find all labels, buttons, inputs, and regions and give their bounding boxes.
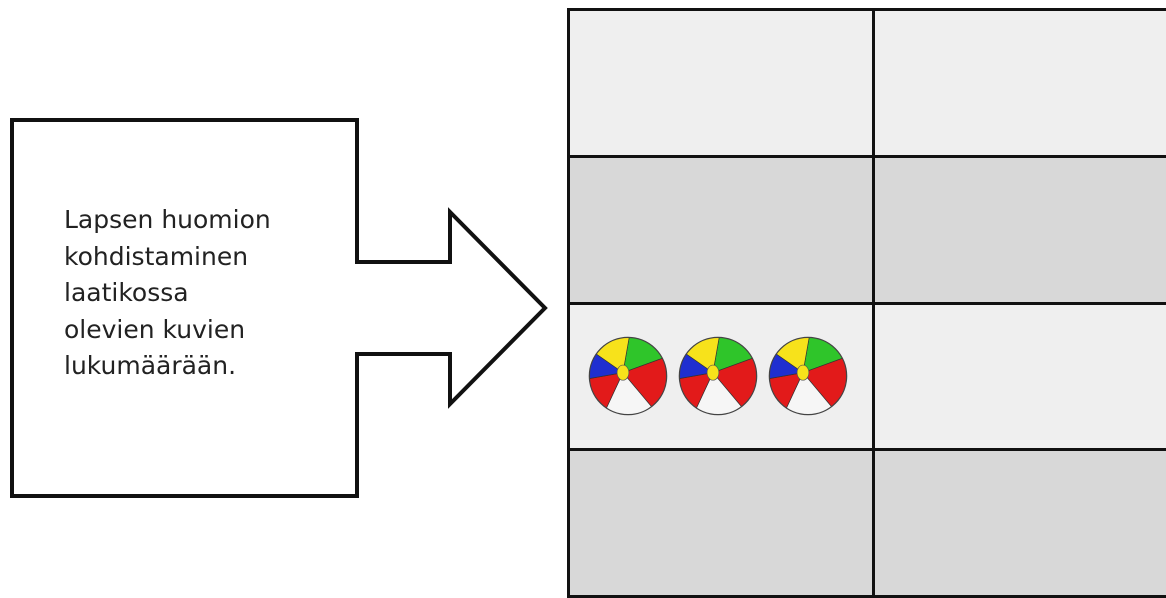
grid-cell <box>874 450 1166 597</box>
grid-row <box>569 10 1166 157</box>
callout-line-3: laatikossa <box>64 275 344 312</box>
grid-cell <box>874 156 1166 303</box>
callout-line-4: olevien kuvien <box>64 312 344 349</box>
grid-cell <box>569 303 874 450</box>
callout-line-2: kohdistaminen <box>64 239 344 276</box>
grid-cell <box>569 450 874 597</box>
grid-cell <box>569 10 874 157</box>
beach-ball-icon <box>676 334 760 418</box>
counting-grid <box>567 8 1166 598</box>
grid-row <box>569 303 1166 450</box>
beach-ball-icon <box>586 334 670 418</box>
ball-group <box>570 305 872 449</box>
grid-cell <box>874 10 1166 157</box>
callout-line-1: Lapsen huomion <box>64 202 344 239</box>
grid-row <box>569 450 1166 597</box>
grid-cell <box>874 303 1166 450</box>
callout-line-5: lukumäärään. <box>64 348 344 385</box>
beach-ball-icon <box>766 334 850 418</box>
callout-text: Lapsen huomion kohdistaminen laatikossa … <box>64 202 344 385</box>
grid-cell <box>569 156 874 303</box>
grid-row <box>569 156 1166 303</box>
